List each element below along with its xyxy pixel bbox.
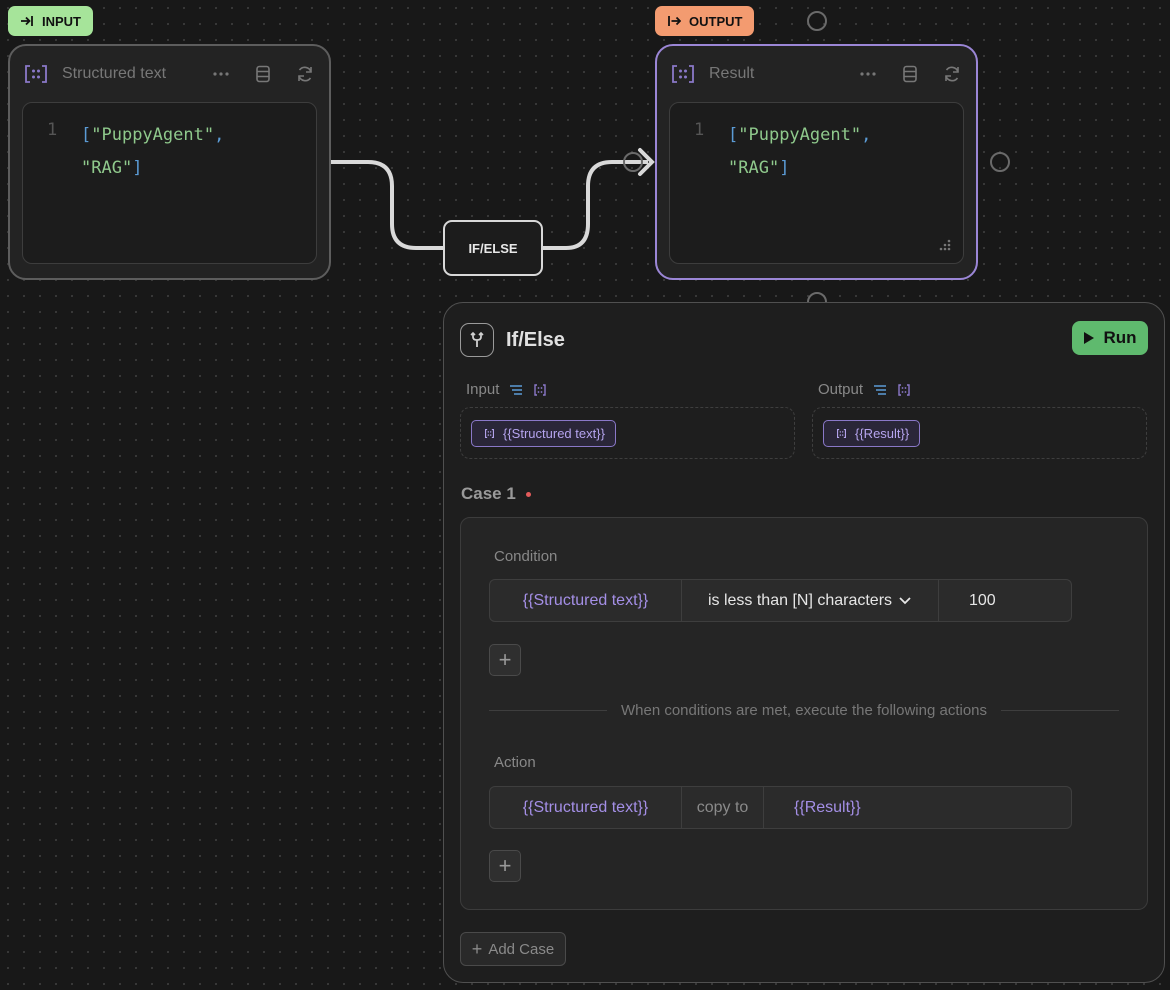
output-node-top-port[interactable] — [807, 11, 827, 31]
line-number: 1 — [47, 120, 58, 140]
input-node-header: Structured text — [24, 62, 315, 86]
text-format-icon[interactable] — [873, 383, 887, 397]
condition-label: Condition — [494, 548, 558, 565]
chevron-down-icon — [899, 596, 911, 604]
action-row: {{Structured text}} copy to {{Result}} — [489, 786, 1072, 829]
add-case-button[interactable]: + Add Case — [460, 932, 566, 966]
plus-icon: + — [498, 647, 512, 672]
more-icon[interactable] — [211, 64, 231, 84]
text-format-icon[interactable] — [509, 383, 523, 397]
panel-title: If/Else — [506, 328, 565, 351]
output-code-editor[interactable]: 1 ["PuppyAgent", "RAG"] — [669, 102, 964, 264]
output-node-header: Result — [671, 62, 962, 86]
output-node-right-port[interactable] — [990, 152, 1010, 172]
add-case-label: Add Case — [488, 940, 555, 958]
database-icon[interactable] — [253, 64, 273, 84]
plus-icon: + — [498, 853, 512, 878]
ifelse-edge-node[interactable]: IF/ELSE — [443, 220, 543, 276]
action-verb[interactable]: copy to — [682, 787, 764, 828]
input-tag: INPUT — [8, 6, 93, 36]
input-tag-label: INPUT — [42, 13, 81, 29]
output-label-text: Output — [818, 381, 864, 398]
input-code-editor[interactable]: 1 ["PuppyAgent", "RAG"] — [22, 102, 317, 264]
required-dot — [525, 491, 531, 497]
case-title: Case 1 — [461, 484, 531, 504]
database-icon[interactable] — [900, 64, 920, 84]
condition-row: {{Structured text}} is less than [N] cha… — [489, 579, 1072, 622]
condition-variable[interactable]: {{Structured text}} — [490, 580, 682, 621]
ifelse-edge-label: IF/ELSE — [468, 240, 518, 256]
code-content: ["PuppyAgent", "RAG"] — [728, 125, 872, 178]
input-arrow-icon — [21, 16, 33, 26]
refresh-icon[interactable] — [942, 64, 962, 84]
resize-handle-icon[interactable] — [937, 239, 951, 253]
output-arrow-icon — [668, 16, 681, 26]
input-drop-zone[interactable]: {{Structured text}} — [460, 407, 795, 459]
input-section-label: Input — [466, 381, 547, 398]
code-content: ["PuppyAgent", "RAG"] — [81, 125, 225, 178]
branch-icon — [460, 323, 494, 357]
panel-header: If/Else — [460, 323, 565, 357]
action-label: Action — [494, 754, 536, 771]
output-node[interactable]: Result 1 ["PuppyAgent", "RAG"] — [655, 44, 978, 280]
structured-text-icon — [672, 65, 694, 83]
input-node[interactable]: Structured text 1 ["PuppyAgent", "RAG"] — [8, 44, 331, 280]
output-node-title[interactable]: Result — [709, 65, 755, 82]
input-variable-chip[interactable]: {{Structured text}} — [471, 420, 616, 447]
output-tag: OUTPUT — [655, 6, 755, 36]
structured-format-icon[interactable] — [897, 383, 911, 397]
output-tag-label: OUTPUT — [689, 13, 743, 29]
divider-text: When conditions are met, execute the fol… — [620, 702, 988, 719]
structured-format-icon[interactable] — [533, 383, 547, 397]
input-chip-label: {{Structured text}} — [503, 426, 605, 441]
add-condition-button[interactable]: + — [489, 644, 521, 676]
input-label-text: Input — [466, 381, 500, 398]
structured-text-icon — [25, 65, 47, 83]
case-title-text: Case 1 — [461, 484, 516, 503]
case-box: Condition {{Structured text}} is less th… — [460, 517, 1148, 910]
more-icon[interactable] — [858, 64, 878, 84]
input-node-title[interactable]: Structured text — [62, 65, 167, 82]
run-button-label: Run — [1103, 328, 1137, 347]
plus-icon: + — [471, 938, 483, 959]
condition-operator-select[interactable]: is less than [N] characters — [682, 580, 939, 621]
structured-text-icon — [485, 429, 494, 438]
actions-divider: When conditions are met, execute the fol… — [489, 702, 1120, 719]
output-node-left-port[interactable] — [623, 152, 643, 172]
line-number: 1 — [694, 120, 705, 140]
action-target-variable[interactable]: {{Result}} — [794, 798, 861, 816]
structured-text-icon — [837, 429, 846, 438]
output-chip-label: {{Result}} — [855, 426, 910, 441]
output-variable-chip[interactable]: {{Result}} — [823, 420, 921, 447]
add-action-button[interactable]: + — [489, 850, 521, 882]
run-button[interactable]: Run — [1072, 321, 1148, 355]
condition-operator-label: is less than [N] characters — [707, 591, 893, 609]
play-icon — [1084, 332, 1095, 344]
ifelse-config-panel: If/Else Run Input {{Structured text}} Ou… — [443, 302, 1165, 983]
output-section-label: Output — [818, 381, 911, 398]
condition-value-input[interactable]: 100 — [969, 591, 996, 609]
refresh-icon[interactable] — [295, 64, 315, 84]
action-source-variable[interactable]: {{Structured text}} — [490, 787, 682, 828]
output-drop-zone[interactable]: {{Result}} — [812, 407, 1147, 459]
